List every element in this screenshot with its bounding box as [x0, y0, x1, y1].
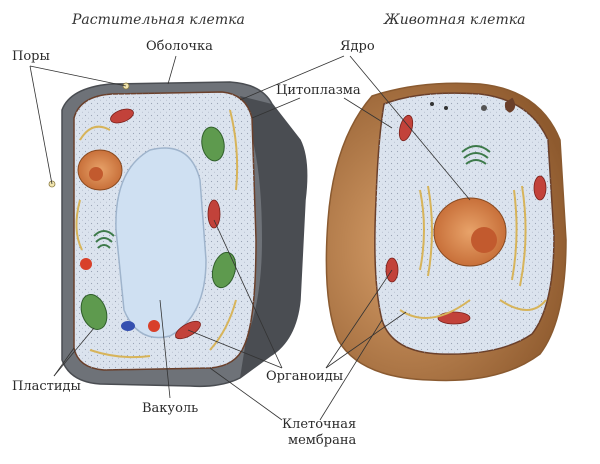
label-organoids: Органоиды	[266, 369, 344, 384]
granule	[444, 106, 448, 110]
leader-lines	[29, 55, 471, 421]
red-body	[148, 320, 160, 332]
label-wall: Оболочка	[146, 39, 213, 54]
plant-cell	[48, 81, 308, 388]
label-vacuole: Вакуоль	[142, 401, 199, 416]
animal-nucleolus	[471, 227, 497, 253]
plant-cell-wall-side	[240, 96, 307, 378]
plant-cell-title: Растительная клетка	[72, 12, 245, 28]
animal-nucleus	[433, 197, 507, 267]
label-nucleus: Ядро	[340, 39, 375, 54]
granule	[481, 105, 487, 111]
red-body	[80, 258, 92, 270]
animal-cell-title: Животная клетка	[384, 12, 526, 28]
plant-er	[75, 109, 239, 359]
label-membrane-1: Клеточная	[282, 417, 357, 432]
mitochondrion	[110, 108, 134, 124]
label-cytoplasm: Цитоплазма	[276, 83, 361, 98]
plant-nucleolus	[89, 167, 103, 181]
chloroplast	[201, 126, 225, 162]
label-pores: Поры	[12, 49, 50, 64]
animal-cell	[325, 82, 567, 382]
animal-golgi	[461, 145, 491, 165]
mitochondrion	[207, 199, 221, 229]
blue-body	[121, 321, 135, 331]
granule	[430, 102, 434, 106]
plant-golgi	[93, 230, 115, 249]
mitochondrion	[437, 311, 471, 325]
animal-er	[399, 185, 547, 319]
chloroplast	[80, 294, 108, 330]
mitochondrion	[533, 175, 547, 201]
animal-notch	[504, 97, 516, 113]
label-membrane-2: мембрана	[288, 433, 357, 448]
plant-vacuole	[115, 147, 207, 339]
label-plastids: Пластиды	[12, 379, 81, 394]
